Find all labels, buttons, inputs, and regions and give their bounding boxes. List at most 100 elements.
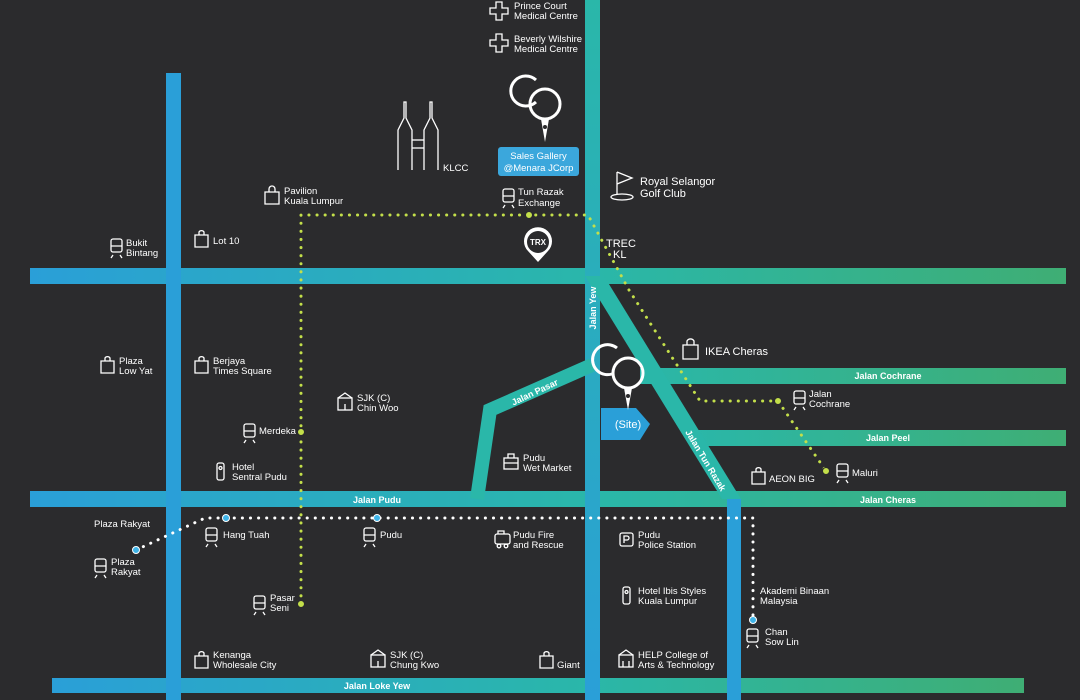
shopping-bag-icon [194, 230, 209, 248]
train-icon [363, 527, 376, 548]
station-dot-pudu [373, 514, 381, 522]
site-marker[interactable]: (Site) [591, 343, 645, 431]
place-merdeka: Merdeka [259, 426, 297, 437]
road-label-jalan-loke-yew: Jalan Loke Yew [344, 681, 411, 691]
road-label-jalan-yew: Jalan Yew [588, 286, 598, 330]
road-label-jalan-peel: Jalan Peel [866, 433, 910, 443]
road-jalan-cochrane [640, 368, 1066, 384]
police-station-icon [619, 532, 634, 547]
co-logo-icon [509, 74, 562, 121]
train-icon [746, 628, 759, 649]
station-dot-pasar-seni [297, 600, 305, 608]
hospital-icon [489, 1, 509, 21]
sales-gallery-marker[interactable]: Sales Gallery@Menara JCorp [498, 74, 579, 176]
sales-gallery-label: Sales Gallery@Menara JCorp [504, 151, 574, 174]
shopping-bag-icon [539, 651, 554, 669]
road-label-jalan-cochrane: Jalan Cochrane [854, 371, 921, 381]
trx-pin-inner [527, 231, 549, 253]
station-dot-jalan-cochrane [774, 397, 782, 405]
place-pudu-station: Pudu [380, 530, 402, 541]
map-pin-dot [543, 125, 547, 129]
market-icon [503, 453, 519, 470]
shopping-bag-icon [264, 185, 280, 205]
site-label: (Site) [615, 419, 641, 431]
place-ikea: IKEA Cheras [705, 346, 768, 358]
shopping-bag-icon [100, 356, 115, 374]
shopping-bag-icon [194, 651, 209, 669]
train-icon [793, 390, 806, 411]
road-jalan-pudu [30, 491, 1066, 507]
place-aeon-big: AEON BIG [769, 474, 815, 485]
station-dot-plaza-rakyat [132, 546, 140, 554]
place-plaza-rakyat-label: Plaza Rakyat [94, 519, 150, 530]
place-klcc: KLCC [443, 163, 468, 174]
sales-gallery-badge [498, 147, 579, 176]
map-pin-icon [541, 119, 549, 142]
train-icon [502, 188, 515, 209]
station-dot-chan-sow-lin [749, 616, 757, 624]
college-icon [618, 649, 634, 668]
golf-flag-icon [610, 171, 634, 201]
place-sjk-chung-kwo: SJK (C)Chung Kwo [390, 650, 439, 671]
road-centre-vertical [585, 0, 600, 700]
rail-lines [132, 211, 830, 624]
station-dot-tun-razak-exchange [525, 211, 533, 219]
trx-label: TRX [530, 238, 547, 247]
school-icon [370, 649, 386, 668]
station-dot-merdeka [297, 428, 305, 436]
map-pin-dot [626, 394, 630, 398]
road-label-jalan-pudu: Jalan Pudu [353, 495, 401, 505]
place-hang-tuah: Hang Tuah [223, 530, 269, 541]
hotel-icon [622, 586, 631, 605]
road-jalan-loke-yew [52, 678, 1024, 693]
road-left-vertical [166, 73, 181, 700]
place-icons [94, 1, 849, 669]
road-jalan-tun-razak [585, 276, 741, 499]
road-chan-sow-lin-vertical [727, 499, 741, 700]
train-icon [253, 595, 266, 616]
hospital-icon [489, 33, 509, 53]
road-label-jalan-cheras: Jalan Cheras [860, 495, 916, 505]
place-sjk-chin-woo: SJK (C)Chin Woo [357, 393, 399, 414]
petronas-towers-icon [397, 101, 439, 170]
road-jalan-pasar [470, 358, 595, 501]
road-top-horizontal [30, 268, 1066, 284]
train-icon [836, 463, 849, 484]
school-icon [337, 392, 353, 411]
place-lot10: Lot 10 [213, 236, 239, 247]
shopping-bag-icon [751, 467, 766, 485]
shopping-bag-icon [682, 338, 699, 360]
map-pin-icon [624, 388, 632, 410]
trx-marker[interactable]: TRX [524, 227, 552, 262]
hotel-icon [216, 462, 225, 481]
shopping-bag-icon [194, 356, 209, 374]
station-dot-maluri [822, 467, 830, 475]
train-icon [110, 238, 123, 259]
place-maluri: Maluri [852, 468, 878, 479]
road-network [30, 0, 1066, 700]
station-dot-hang-tuah [222, 514, 230, 522]
train-icon [94, 558, 107, 579]
place-giant: Giant [557, 660, 580, 671]
